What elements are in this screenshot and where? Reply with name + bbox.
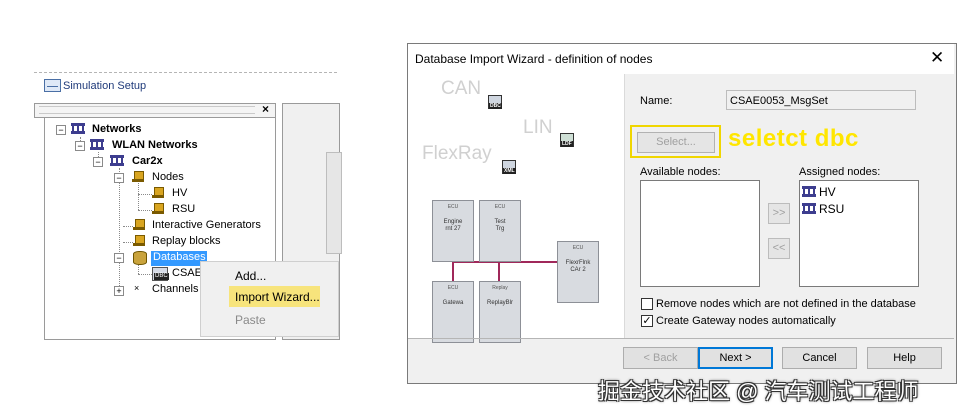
selection-highlight (151, 251, 207, 266)
menu-item-add[interactable]: Add... (235, 269, 267, 283)
tree-connector (138, 263, 139, 274)
assigned-nodes-label: Assigned nodes: (799, 166, 881, 178)
name-label: Name: (640, 95, 673, 107)
tree-connector (138, 194, 152, 195)
node-icon (152, 187, 164, 199)
collapse-icon[interactable]: − (93, 157, 103, 167)
collapse-icon[interactable]: − (75, 141, 85, 151)
available-nodes-list[interactable] (640, 180, 760, 287)
menu-item-highlight (229, 286, 320, 307)
tree-item-channels[interactable]: Channels (152, 283, 199, 295)
collapse-icon[interactable]: − (114, 253, 124, 263)
next-button[interactable]: Next > (698, 347, 773, 369)
annotation-highlight-box (630, 125, 721, 158)
watermark: 掘金技术社区 @ 汽车测试工程师 (598, 379, 919, 404)
tree-connector (119, 168, 120, 290)
panel-top-border (34, 72, 337, 74)
tree-connector (123, 242, 133, 243)
divider (408, 338, 954, 339)
menu-item-import-wizard[interactable]: Import Wizard... (235, 290, 320, 304)
assigned-node-item[interactable]: RSU (819, 202, 845, 216)
back-button[interactable]: < Back (623, 347, 698, 369)
bus-line (498, 240, 500, 284)
interactive-generator-icon (133, 219, 145, 231)
create-gateway-label: Create Gateway nodes automatically (656, 315, 836, 327)
tree-connector (138, 183, 139, 210)
add-nodes-button[interactable]: >> (768, 203, 790, 224)
tree-item-hv[interactable]: HV (172, 187, 188, 199)
tree-item-nodes[interactable]: Nodes (152, 171, 184, 183)
tree-item-rsu[interactable]: RSU (172, 203, 196, 215)
simulation-setup-icon (44, 79, 61, 92)
tree-item-wlan-networks[interactable]: WLAN Networks (112, 139, 198, 151)
annotation-text: seletct dbc (728, 125, 859, 152)
xml-file-icon: XML (502, 160, 516, 174)
dbc-file-icon: DBC (488, 95, 502, 109)
dbc-file-icon: DBC (152, 267, 169, 281)
cancel-button[interactable]: Cancel (782, 347, 857, 369)
divider (624, 74, 625, 339)
node-network-icon (802, 203, 816, 215)
replay-block-icon (133, 235, 145, 247)
expand-icon[interactable]: + (114, 286, 124, 296)
panel-title: Simulation Setup (63, 80, 147, 92)
tree-item-replay-blocks[interactable]: Replay blocks (152, 235, 221, 247)
diagram-can-label: CAN (441, 78, 482, 99)
close-icon[interactable]: × (261, 102, 269, 116)
tree-connector (123, 226, 133, 227)
node-icon (152, 203, 164, 215)
select-button[interactable]: Select... (637, 132, 715, 153)
diagram-flexray-label: FlexRay (422, 143, 492, 164)
menu-item-paste[interactable]: Paste (235, 313, 266, 327)
remove-nodes-button[interactable]: << (768, 238, 790, 259)
tree-connector (138, 274, 152, 275)
assigned-nodes-list[interactable] (799, 180, 919, 287)
dialog-title: Database Import Wizard - definition of n… (415, 52, 653, 66)
network-icon (71, 123, 85, 135)
assigned-node-item[interactable]: HV (819, 185, 836, 199)
bus-line (452, 240, 454, 284)
wlan-network-icon (90, 139, 104, 151)
car2x-network-icon (110, 155, 124, 167)
ldf-file-icon: LDF (560, 133, 574, 147)
tree-connector (138, 210, 152, 211)
collapse-icon[interactable]: − (56, 125, 66, 135)
available-nodes-label: Available nodes: (640, 166, 721, 178)
tree-item-databases[interactable]: Databases (153, 251, 206, 263)
tree-item-networks[interactable]: Networks (92, 123, 142, 135)
close-icon[interactable]: ✕ (930, 48, 945, 67)
tree-item-car2x[interactable]: Car2x (132, 155, 163, 167)
collapse-icon[interactable]: − (114, 173, 124, 183)
nodes-folder-icon (132, 171, 144, 183)
bus-line (452, 261, 560, 263)
tree-connector (98, 152, 99, 161)
database-icon (133, 251, 147, 265)
name-field[interactable]: CSAE0053_MsgSet (726, 90, 916, 110)
dialog-titlebar[interactable] (408, 44, 954, 74)
remove-nodes-checkbox[interactable] (641, 298, 653, 310)
channel-icon: × (134, 283, 140, 293)
diagram-lin-label: LIN (523, 117, 553, 138)
tree-item-csae[interactable]: CSAE( (172, 267, 206, 279)
right-pane-element (326, 152, 342, 254)
panel-toolbar[interactable] (34, 103, 276, 118)
help-button[interactable]: Help (867, 347, 942, 369)
node-network-icon (802, 186, 816, 198)
toolbar-grip[interactable] (39, 106, 255, 114)
remove-nodes-label: Remove nodes which are not defined in th… (656, 298, 916, 310)
tree-item-interactive-generators[interactable]: Interactive Generators (152, 219, 261, 231)
create-gateway-checkbox[interactable]: ✓ (641, 315, 653, 327)
